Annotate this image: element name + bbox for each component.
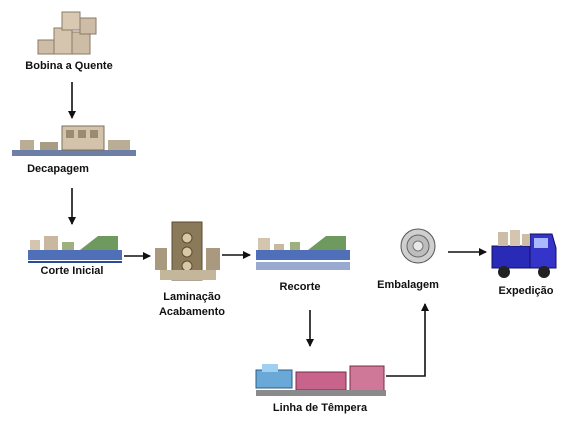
tempering-line-icon [255, 364, 386, 396]
truck-icon [491, 230, 557, 278]
label-decapagem: Decapagem [27, 163, 89, 175]
label-embalagem: Embalagem [377, 279, 439, 291]
label-recorte: Recorte [279, 281, 321, 293]
pickling-line-icon [12, 125, 136, 156]
rolling-mill-icon [155, 221, 220, 281]
coil-icon [400, 228, 436, 264]
label-expedicao: Expedição [498, 285, 554, 297]
label-linha-de-tempera: Linha de Têmpera [272, 402, 368, 414]
flow-arrows [68, 82, 487, 377]
cutting-line-icon [28, 236, 122, 263]
label-acabamento: Acabamento [158, 306, 226, 318]
label-laminacao-acabamento: Laminação Acabamento [159, 290, 225, 320]
label-laminacao: Laminação [163, 291, 221, 303]
arrow-tempera-embalagem [386, 303, 429, 377]
label-bobina-a-quente: Bobina a Quente [25, 60, 113, 72]
recutting-line-icon [256, 236, 350, 270]
label-corte-inicial: Corte Inicial [40, 265, 104, 277]
coil-stack-icon [37, 11, 97, 55]
